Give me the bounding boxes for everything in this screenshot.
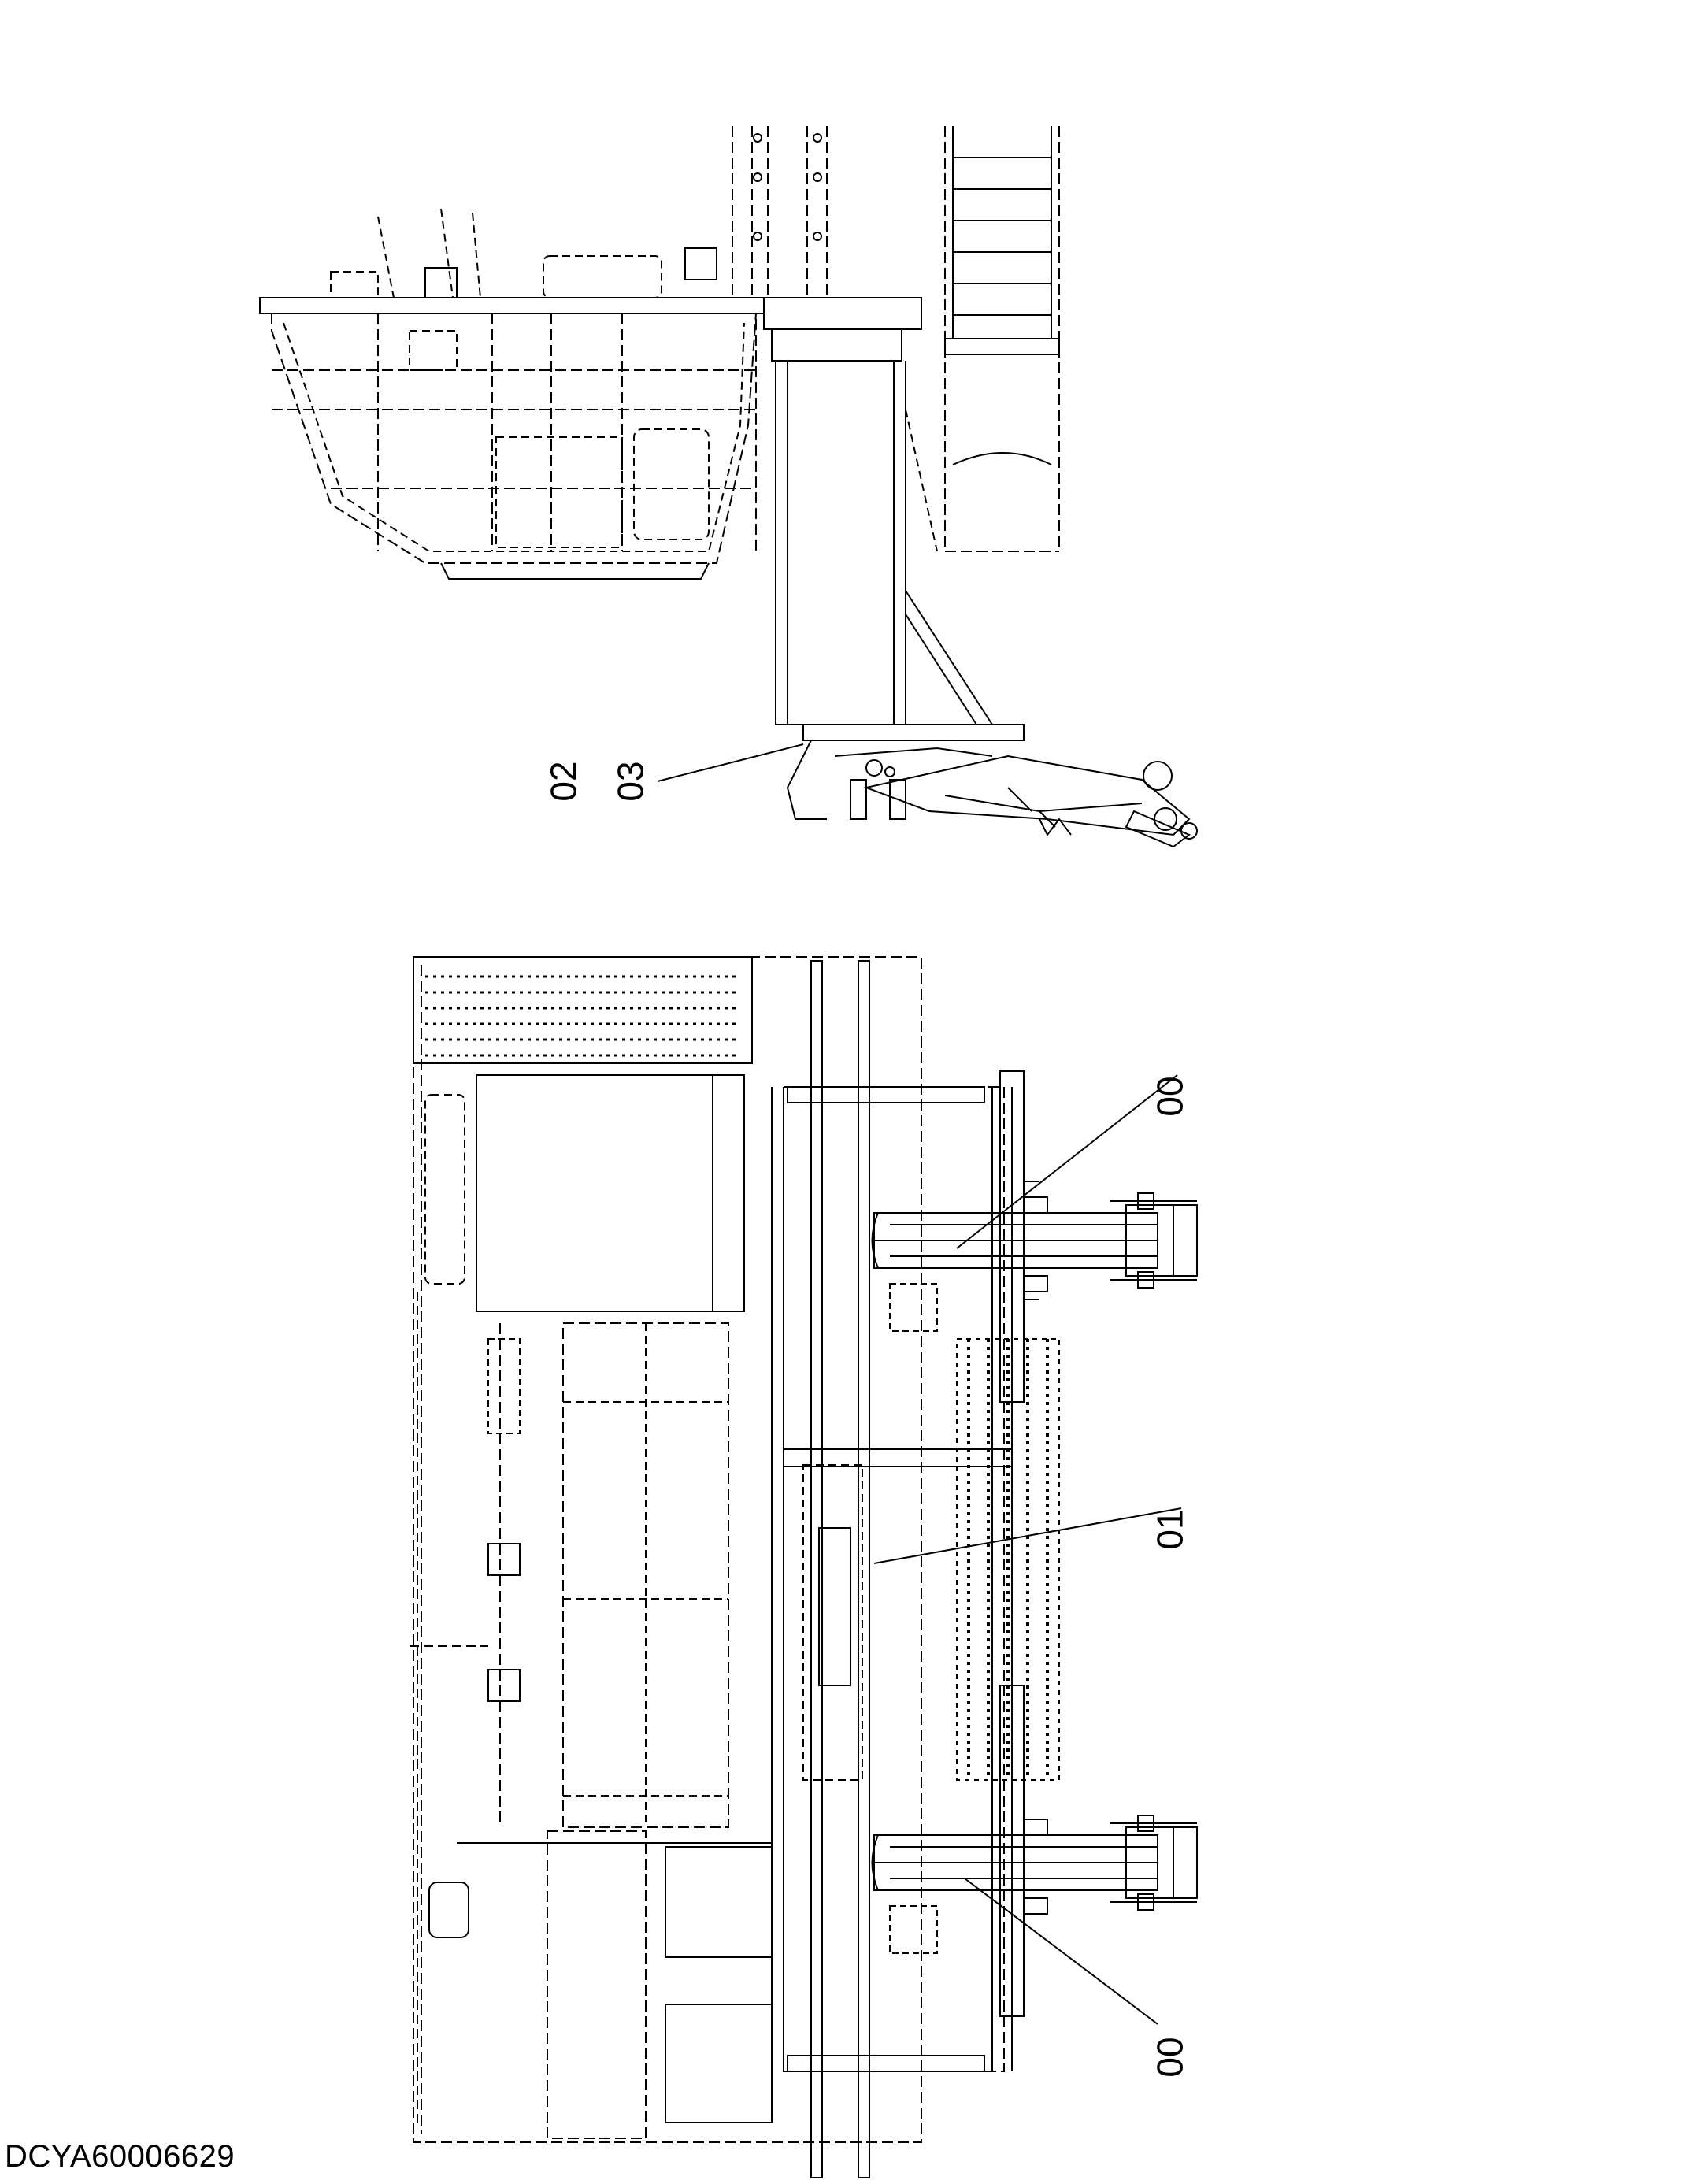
callout-00-top: 00	[1149, 1076, 1191, 1117]
leader-line-00-top	[956, 1074, 1178, 1249]
callout-03: 03	[610, 761, 651, 802]
drawing-number: DCYA60006629	[5, 2139, 235, 2174]
leader-line-00-bottom	[964, 1878, 1158, 2025]
leader-line-02-03	[657, 743, 804, 782]
stabilizer-assembly-bottom	[871, 1685, 1198, 2017]
stabilizer-assembly-top	[871, 1070, 1198, 1403]
callout-00-bottom: 00	[1149, 2037, 1191, 2078]
plan-view	[410, 956, 1198, 2178]
callout-02: 02	[543, 761, 584, 802]
leader-line-01	[873, 1507, 1182, 1564]
callout-01: 01	[1149, 1509, 1191, 1550]
cab-side-view	[259, 126, 1198, 848]
